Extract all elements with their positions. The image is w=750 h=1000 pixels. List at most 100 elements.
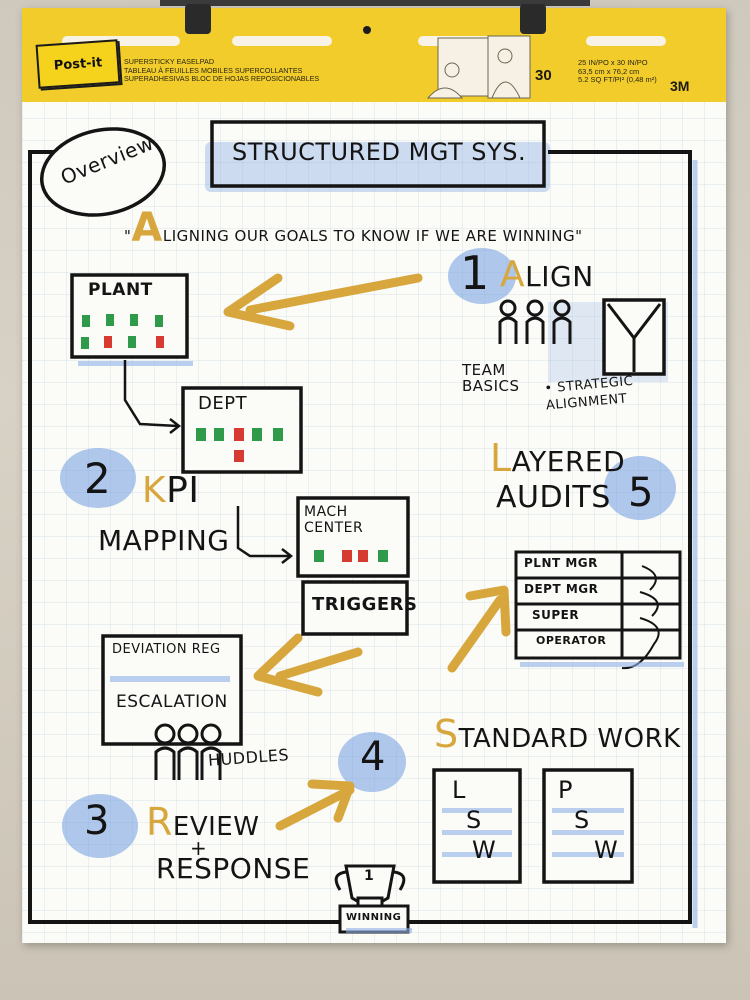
overview-oval: [39, 127, 167, 217]
review-label: REVIEW: [146, 800, 259, 844]
product-line-1: SUPERSTICKY EASELPAD: [124, 57, 215, 66]
clip-right: [520, 4, 546, 34]
tagline: "ALIGNING OUR GOALS TO KNOW IF WE ARE WI…: [124, 205, 582, 251]
clip-left: [185, 4, 211, 34]
mach-kpi-marks: [314, 550, 388, 562]
arrow-to-deviation: [275, 647, 363, 681]
lsw-letter-w: W: [472, 836, 497, 864]
arrow-to-audits: [447, 595, 505, 673]
highlight-step1: [448, 248, 516, 304]
arrowhead-deviation: [253, 633, 323, 697]
step5-number: 5: [628, 470, 654, 516]
tagline-rest: LIGNING OUR GOALS TO KNOW IF WE ARE WINN…: [162, 227, 583, 245]
poster-title: STRUCTURED MGT SYS.: [232, 138, 527, 166]
plant-label: PLANT: [88, 280, 153, 300]
tagline-quote: ": [124, 227, 132, 245]
layered-cap: L: [490, 436, 512, 480]
escalation-label: ESCALATION: [116, 692, 228, 712]
psw-board: [542, 768, 634, 884]
deviation-box: [101, 634, 243, 746]
mach-center-label: MACH CENTER: [304, 504, 364, 536]
review-rest: EVIEW: [172, 812, 260, 842]
size-line-2: 63,5 cm x 76,2 cm: [578, 66, 640, 76]
plus-sign: +: [190, 836, 208, 860]
title-box: [210, 120, 546, 188]
audits-shadow: [520, 662, 684, 667]
trophy-label: WINNING: [346, 912, 402, 923]
product-line-3: SUPERADHESIVAS BLOC DE HOJAS REPOSICIONA…: [124, 74, 320, 83]
arrowhead-audits: [465, 585, 511, 637]
arrowhead-standard: [307, 779, 355, 823]
punch-dot: [363, 26, 371, 34]
product-description: SUPERSTICKY EASELPAD TABLEAU À FEUILLES …: [124, 57, 324, 84]
product-line-2: TABLEAU À FEUILLES MOBILES SUPERCOLLANTE…: [124, 65, 303, 75]
arrow-to-standard: [275, 785, 355, 831]
step1-cap: A: [500, 254, 526, 295]
mapping-connector: [236, 506, 290, 558]
layered-label: LAYERED: [490, 436, 625, 480]
audit-row-plant-mgr: PLNT MGR: [524, 556, 598, 570]
tagline-cap: A: [131, 205, 163, 251]
triggers-box: [301, 580, 409, 636]
trophy-icon: [334, 864, 410, 934]
plant-kpi-marks: [81, 314, 164, 349]
lsw-board: [432, 768, 522, 884]
mapping-label: MAPPING: [98, 524, 230, 557]
dept-kpi-marks: [196, 428, 283, 462]
size-line-1: 25 IN/PO x 30 IN/PO: [578, 58, 648, 67]
size-line-3: 5.2 SQ FT/PI² (0,48 m²): [578, 75, 657, 84]
step3-number: 3: [84, 798, 110, 844]
step4-number: 4: [360, 734, 386, 780]
highlight-step2: [60, 448, 136, 508]
trophy-number: 1: [364, 868, 375, 884]
step1-rest: LIGN: [525, 260, 594, 293]
huddle-people-icon: [154, 723, 222, 780]
plant-box-shadow: [78, 361, 193, 366]
audit-row-dept-mgr: DEPT MGR: [524, 582, 599, 596]
deviation-reg-label: DEVIATION REG: [112, 642, 221, 657]
lsw-letter-s: S: [466, 806, 482, 834]
audits-label: AUDITS: [496, 480, 611, 515]
audit-row-operator: OPERATOR: [536, 634, 607, 647]
psw-letter-s: S: [574, 806, 590, 834]
highlight-step4: [338, 732, 406, 792]
psw-letter-w: W: [594, 836, 619, 864]
highlight-title: [205, 142, 550, 192]
step2-label: KPI: [142, 470, 199, 511]
blue-highlights: [60, 142, 676, 858]
easel-bar: [160, 0, 590, 6]
pad-header-strip: [22, 8, 726, 102]
plant-dept-connector: [123, 360, 179, 428]
step2-cap: K: [142, 470, 167, 511]
audit-row-super: SUPER: [532, 608, 580, 622]
standard-cap: S: [434, 712, 459, 756]
step2-rest: PI: [166, 470, 200, 511]
main-frame: [28, 150, 692, 924]
audits-table: [514, 550, 682, 660]
team-people-icon: [498, 299, 572, 344]
punch-hole-center-left: [232, 36, 332, 46]
highlight-step3: [62, 794, 138, 858]
response-label: RESPONSE: [156, 852, 311, 885]
maker-logo: 3M: [670, 78, 690, 94]
gold-arrows: [223, 273, 511, 831]
team-basics-label: TEAM BASICS: [462, 361, 520, 395]
dept-label: DEPT: [198, 393, 248, 414]
pad-size-spec: 25 IN/PO x 30 IN/PO 63,5 cm x 76,2 cm 5.…: [578, 58, 688, 85]
step2-number: 2: [84, 454, 112, 503]
meeting-illustration: [426, 35, 531, 99]
standard-work-label: STANDARD WORK: [434, 712, 681, 756]
step1-number: 1: [460, 246, 490, 300]
step1-label: ALIGN: [500, 254, 594, 295]
punch-hole-right: [586, 36, 666, 46]
board-highlight-lines: [442, 808, 624, 857]
highlight-step5: [604, 456, 676, 520]
mach-center-box: [296, 496, 410, 578]
triggers-label: TRIGGERS: [312, 594, 418, 615]
lsw-letter-l: L: [452, 776, 466, 804]
arrowhead-align: [223, 273, 295, 331]
psw-letter-p: P: [558, 776, 573, 804]
sheet-count: 30: [535, 67, 552, 84]
y-chart-lines: [606, 303, 662, 372]
